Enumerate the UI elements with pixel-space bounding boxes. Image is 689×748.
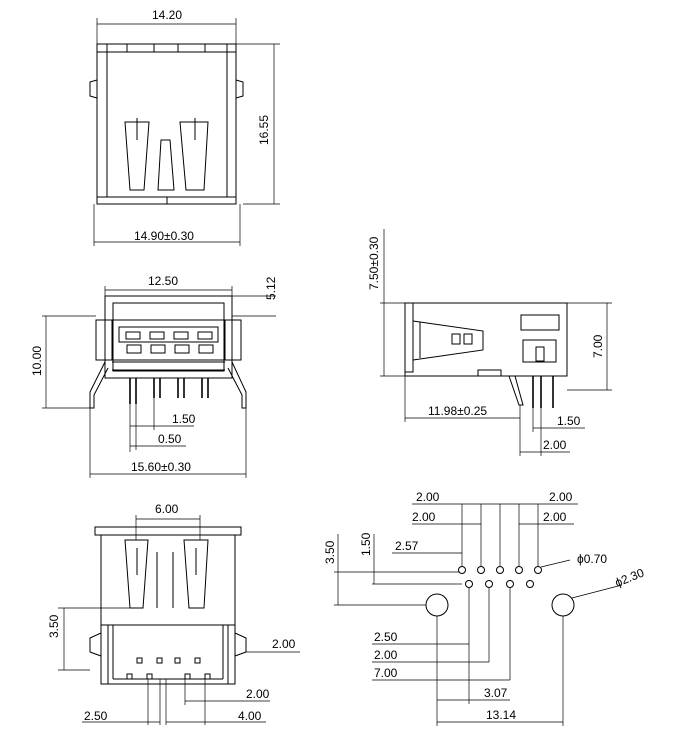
dim-pcb-pitch-second-right: 2.00	[543, 510, 567, 524]
pcb-layout: 2.00 2.00 2.00 2.00 2.57 3.50 1.50 ϕ0.70	[323, 490, 646, 726]
dim-pcb-pitch-second-left: 2.00	[412, 510, 436, 524]
front-view: 12.50 5.12 1	[30, 274, 278, 478]
dim-top-offset: 5.12	[264, 276, 278, 300]
dim-front-overall-width: 15.60±0.30	[131, 460, 191, 474]
dim-side-overall-height: 7.50±0.30	[367, 236, 381, 290]
dim-bottom-pin-span: 6.00	[155, 502, 179, 516]
dim-opening-width: 12.50	[148, 274, 178, 288]
dim-bottom-pin-spacing: 2.00	[246, 687, 270, 701]
dim-pcb-pitch-top-left: 2.00	[416, 490, 440, 504]
dim-front-pin-pitch: 1.50	[172, 412, 196, 426]
dim-side-body-height: 7.00	[591, 334, 605, 358]
dim-side-row-spacing: 2.00	[543, 438, 567, 452]
dim-bottom-right-offset: 4.00	[238, 709, 262, 723]
dim-pin-thickness: 0.50	[158, 432, 182, 446]
dim-pcb-bottom-4: 3.07	[484, 686, 508, 700]
dim-side-depth: 11.98±0.25	[428, 404, 487, 418]
dim-pcb-large-hole: ϕ2.30	[613, 565, 646, 589]
dim-bottom-edge-offset: 3.50	[47, 614, 61, 638]
dim-top-width: 14.20	[152, 8, 182, 22]
dim-pcb-first-hole-offset: 2.57	[395, 539, 419, 553]
dim-bottom-left-offset: 2.50	[84, 709, 108, 723]
dim-top-height: 16.55	[257, 115, 271, 145]
dim-pcb-row-offset: 1.50	[359, 532, 373, 556]
top-view: 14.20 16.55 14.90±0.30	[89, 8, 280, 246]
dim-pcb-small-hole: ϕ0.70	[577, 552, 607, 566]
dim-front-height: 10.00	[30, 346, 44, 376]
dim-pcb-bottom-5: 13.14	[486, 708, 516, 722]
dim-pcb-row-spacing: 3.50	[323, 540, 337, 564]
dim-side-pin-pitch: 1.50	[557, 414, 581, 428]
dim-bottom-tab-offset: 2.00	[272, 637, 296, 651]
side-view: 7.50±0.30 7.00 11.98±0.25 1.50 2.0	[367, 229, 612, 456]
bottom-view: 6.00 3.50 2.00	[47, 502, 300, 725]
dim-pcb-bottom-3: 7.00	[374, 666, 398, 680]
dim-pcb-bottom-1: 2.50	[374, 630, 398, 644]
dim-pcb-pitch-top-right: 2.00	[549, 490, 573, 504]
dim-pcb-bottom-2: 2.00	[374, 648, 398, 662]
dim-bottom-width: 14.90±0.30	[134, 229, 194, 243]
